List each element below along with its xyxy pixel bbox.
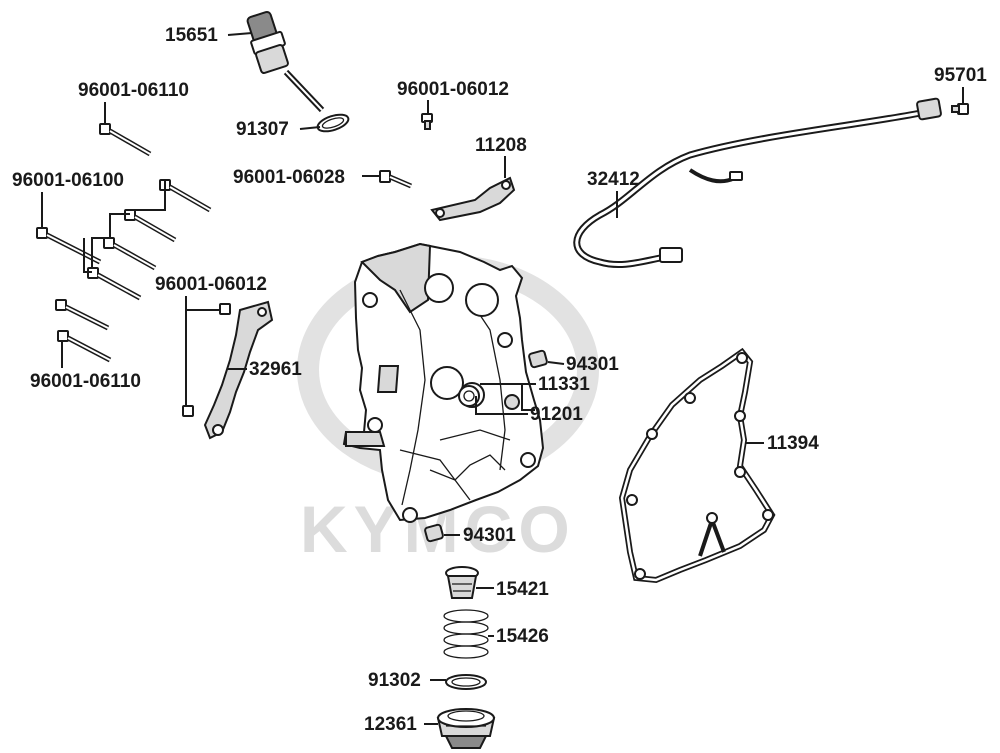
leader-bolt-group-connector-2 <box>83 238 92 273</box>
cable-32412-part <box>573 97 942 268</box>
o-ring-dipstick-part <box>316 113 350 133</box>
part-number-oil-dipstick: 15651 <box>165 25 218 46</box>
bolt-left-small-upper <box>219 303 231 315</box>
seals-part <box>458 385 520 410</box>
leader-o-ring-dipstick <box>299 126 321 130</box>
part-number-bolt-06100: 96001-06100 <box>12 170 124 191</box>
part-number-spring-15426: 15426 <box>496 626 549 647</box>
part-number-strainer-15421: 15421 <box>496 579 549 600</box>
leader-pin-upper <box>547 361 565 365</box>
spring-15426-part <box>443 609 489 659</box>
leader-oil-dipstick <box>227 32 253 36</box>
pin-lower-part <box>424 523 444 543</box>
leader-bolt-left-small <box>185 296 220 412</box>
bracket-11208-hole <box>435 208 445 218</box>
oil-dipstick-part <box>246 10 325 113</box>
leader-seal-91201 <box>475 396 528 415</box>
plate-32961-hole-2 <box>257 307 267 317</box>
o-ring-dipstick-inner <box>321 117 345 129</box>
o-ring-91302-inner <box>451 677 481 687</box>
part-number-o-ring-91302: 91302 <box>368 670 421 691</box>
plate-32961-hole <box>212 424 224 436</box>
leader-bolt-group-connectors <box>91 180 166 268</box>
long-bolts-group <box>36 123 212 363</box>
crankcase-part <box>342 242 545 523</box>
bolt-95701-part <box>951 103 969 115</box>
part-number-gasket-11394: 11394 <box>767 433 819 454</box>
part-number-drain-cap-12361: 12361 <box>364 714 417 735</box>
part-number-cable-32412: 32412 <box>587 169 640 190</box>
part-number-seal-11331: 11331 <box>538 374 590 395</box>
part-number-bolt-95701: 95701 <box>934 65 987 86</box>
part-number-bolt-left-small: 96001-06012 <box>155 274 267 295</box>
part-number-bolt-06028: 96001-06028 <box>233 167 345 188</box>
part-number-pin-lower: 94301 <box>463 525 516 546</box>
strainer-15421-part <box>445 566 479 599</box>
bolt-left-small-lower <box>182 405 194 417</box>
part-number-bolt-06110-top: 96001-06110 <box>78 80 189 101</box>
part-number-seal-91201: 91201 <box>530 404 583 425</box>
part-number-bolt-top-small: 96001-06012 <box>397 79 509 100</box>
bolt-top-small-part <box>421 113 433 130</box>
part-number-plate-32961: 32961 <box>249 359 302 380</box>
bracket-11208-part <box>430 176 516 222</box>
part-number-pin-upper: 94301 <box>566 354 619 375</box>
pin-upper-part <box>528 349 548 369</box>
part-number-o-ring-dipstick: 91307 <box>236 119 289 140</box>
bracket-11208-hole-2 <box>501 180 511 190</box>
leader-seal-11331 <box>480 383 536 411</box>
gasket-11394-part <box>618 347 776 584</box>
part-number-bolt-06110-bottom: 96001-06110 <box>30 371 141 392</box>
o-ring-91302-part <box>445 674 487 690</box>
part-number-bracket-11208: 11208 <box>475 135 527 156</box>
bolt-06028-part <box>379 170 412 189</box>
drain-cap-12361-part <box>436 708 496 749</box>
